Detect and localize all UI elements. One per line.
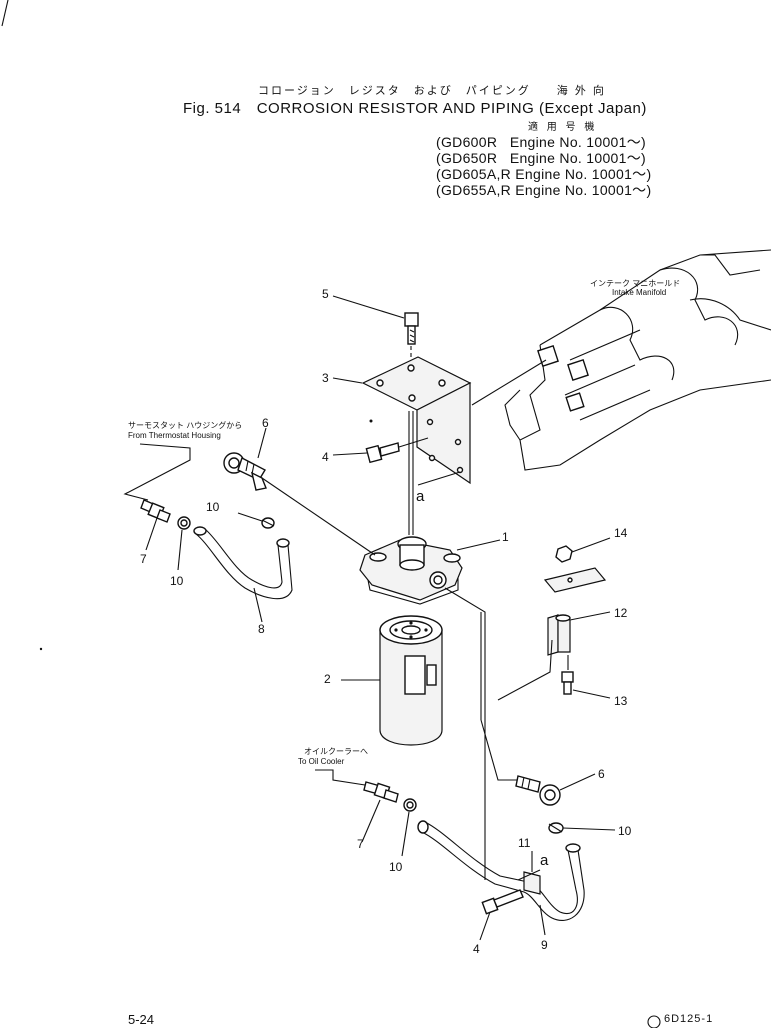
callout-10: 10 <box>206 500 220 514</box>
callout-3: 3 <box>322 371 329 385</box>
callout-4: 4 <box>473 942 480 956</box>
callout-8: 8 <box>258 622 265 636</box>
revision-circle-icon <box>647 1015 661 1028</box>
callout-14: 14 <box>614 526 628 540</box>
callout-2: 2 <box>324 672 331 686</box>
corner-mark <box>1 0 9 27</box>
leader-line <box>471 359 547 406</box>
part-3-bracket <box>332 356 472 485</box>
leader-line <box>261 477 376 556</box>
engine-row-4: (GD655A,R Engine No. 10001～) <box>436 182 652 198</box>
intake-manifold-drawing <box>504 249 771 471</box>
part-7-connector-upper <box>140 499 171 551</box>
part-6-fitting-lower <box>515 773 596 806</box>
part-8-hose <box>193 526 293 623</box>
callout-10: 10 <box>389 860 403 874</box>
stray-dot <box>39 647 43 651</box>
engine-model: GD600R <box>440 134 498 150</box>
part-13-bolt <box>561 671 611 699</box>
callout-6: 6 <box>262 416 269 430</box>
intake-manifold-label: Intake Manifold <box>612 288 667 297</box>
engine-number: Engine No. 10001～ <box>509 150 642 166</box>
part-10-clamp-lower-left <box>401 798 417 857</box>
part-2-filter-canister <box>341 615 443 746</box>
engine-number: Engine No. 10001～ <box>509 134 642 150</box>
part-4-bolt-upper <box>332 437 429 464</box>
mounting-plate <box>543 567 607 593</box>
page-number: 5-24 <box>128 1012 155 1027</box>
part-6-fitting-upper <box>223 427 267 491</box>
part-4-bolt-lower <box>479 889 524 941</box>
part-10-clamp-upper-left <box>177 516 191 571</box>
part-12-clip <box>547 611 611 670</box>
engine-row-1: (GD600R Engine No. 10001～) <box>436 134 646 150</box>
thermostat-label-jp: サーモスタット ハウジングから <box>128 421 243 430</box>
callout-a: a <box>540 852 549 869</box>
clip-leader <box>497 639 553 701</box>
part-1-resistor-head <box>359 536 501 605</box>
engine-model: GD655A,R <box>440 182 512 198</box>
thermostat-label: From Thermostat Housing <box>128 431 221 440</box>
thermostat-leader <box>123 443 191 501</box>
part-14-nut <box>555 537 611 563</box>
oilcooler-label: To Oil Cooler <box>298 757 345 766</box>
part-10-clamp-lower-right <box>548 822 616 834</box>
dimension-a-line <box>417 471 461 486</box>
oilcooler-label-jp: オイルクーラーへ <box>304 747 368 756</box>
engine-number: Engine No. 10001～ <box>515 166 647 182</box>
callout-13: 13 <box>614 694 628 708</box>
callout-10: 10 <box>618 824 632 838</box>
part-11-clip <box>523 851 541 895</box>
callout-4: 4 <box>322 450 329 464</box>
callout-5: 5 <box>322 287 329 301</box>
engine-model: GD650R <box>440 150 498 166</box>
pipe-route-line <box>480 719 520 781</box>
callout-10: 10 <box>170 574 184 588</box>
engine-model: GD605A,R <box>440 166 512 182</box>
drawing-code: 6D125-1 <box>664 1013 714 1025</box>
engine-row-3: (GD605A,R Engine No. 10001～) <box>436 166 652 182</box>
intake-manifold-label-jp: インテーク マニホールド <box>590 279 681 288</box>
callout-12: 12 <box>614 606 628 620</box>
engine-number: Engine No. 10001～ <box>515 182 647 198</box>
callout-a: a <box>416 488 425 505</box>
part-10-clamp-upper-right <box>237 512 275 529</box>
callout-6: 6 <box>598 767 605 781</box>
dimension-a-line-lower <box>517 869 541 881</box>
callout-11: 11 <box>518 836 531 850</box>
figure-title: Fig. 514 CORROSION RESISTOR AND PIPING (… <box>183 100 647 117</box>
part-9-pipe <box>417 820 585 936</box>
part-5-bolt <box>332 295 419 360</box>
callout-1: 1 <box>502 530 509 544</box>
figure-title-jp: コロージョン レジスタ および パイピング 海 外 向 <box>258 85 606 97</box>
applicability-label-jp: 適 用 号 機 <box>528 122 598 133</box>
callout-7: 7 <box>140 552 147 566</box>
pipe-route-line <box>444 587 486 880</box>
part-7-connector-lower <box>361 781 399 843</box>
engine-row-2: (GD650R Engine No. 10001～) <box>436 150 646 166</box>
callout-7: 7 <box>357 837 364 851</box>
callout-9: 9 <box>541 938 548 952</box>
oilcooler-leader <box>315 769 366 786</box>
